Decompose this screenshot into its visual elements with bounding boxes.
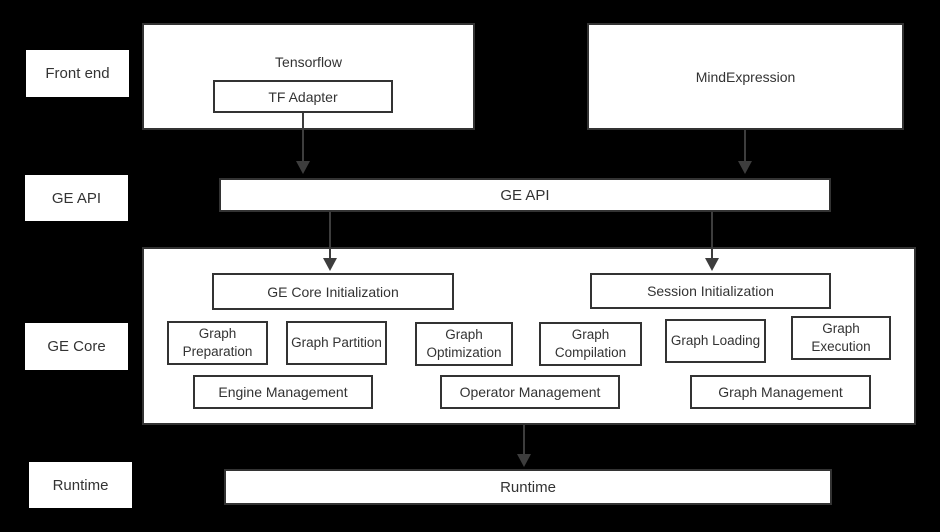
arrow-tfadapter-to-geapi-icon bbox=[296, 113, 310, 174]
runtime-bar: Runtime bbox=[224, 469, 832, 505]
tf-adapter-box: TF Adapter bbox=[213, 80, 393, 113]
graph-management-box: Graph Management bbox=[690, 375, 871, 409]
graph-loading-box: Graph Loading bbox=[665, 319, 766, 363]
arrow-shaft bbox=[744, 130, 746, 162]
mindexpression-box: MindExpression bbox=[587, 23, 904, 130]
graph-partition-box: Graph Partition bbox=[286, 321, 387, 365]
tensorflow-box: Tensorflow TF Adapter bbox=[142, 23, 475, 130]
ge-api-bar: GE API bbox=[219, 178, 831, 212]
operator-management-box: Operator Management bbox=[440, 375, 620, 409]
ge-core-box: GE Core Initialization Session Initializ… bbox=[142, 247, 916, 425]
row-label-front-end: Front end bbox=[26, 50, 129, 97]
arrow-head bbox=[738, 161, 752, 174]
arrow-head bbox=[705, 258, 719, 271]
row-label-runtime: Runtime bbox=[29, 462, 132, 508]
tensorflow-label: Tensorflow bbox=[275, 54, 342, 70]
arrow-shaft bbox=[302, 113, 304, 162]
graph-execution-box: Graph Execution bbox=[791, 316, 891, 360]
arrow-head bbox=[323, 258, 337, 271]
graph-preparation-box: Graph Preparation bbox=[167, 321, 268, 365]
arrow-shaft bbox=[523, 425, 525, 455]
ge-core-initialization-box: GE Core Initialization bbox=[212, 273, 454, 310]
arrow-head bbox=[296, 161, 310, 174]
row-label-ge-api: GE API bbox=[25, 175, 128, 221]
arrow-geapi-to-gecore-init-icon bbox=[323, 212, 337, 271]
arrow-geapi-to-session-init-icon bbox=[705, 212, 719, 271]
arrow-shaft bbox=[711, 212, 713, 259]
arrow-mindexpression-to-geapi-icon bbox=[738, 130, 752, 174]
graph-optimization-box: Graph Optimization bbox=[415, 322, 513, 366]
arrow-shaft bbox=[329, 212, 331, 259]
arrow-gecore-to-runtime-icon bbox=[517, 425, 531, 467]
row-label-ge-core: GE Core bbox=[25, 323, 128, 370]
graph-compilation-box: Graph Compilation bbox=[539, 322, 642, 366]
session-initialization-box: Session Initialization bbox=[590, 273, 831, 309]
engine-management-box: Engine Management bbox=[193, 375, 373, 409]
arrow-head bbox=[517, 454, 531, 467]
